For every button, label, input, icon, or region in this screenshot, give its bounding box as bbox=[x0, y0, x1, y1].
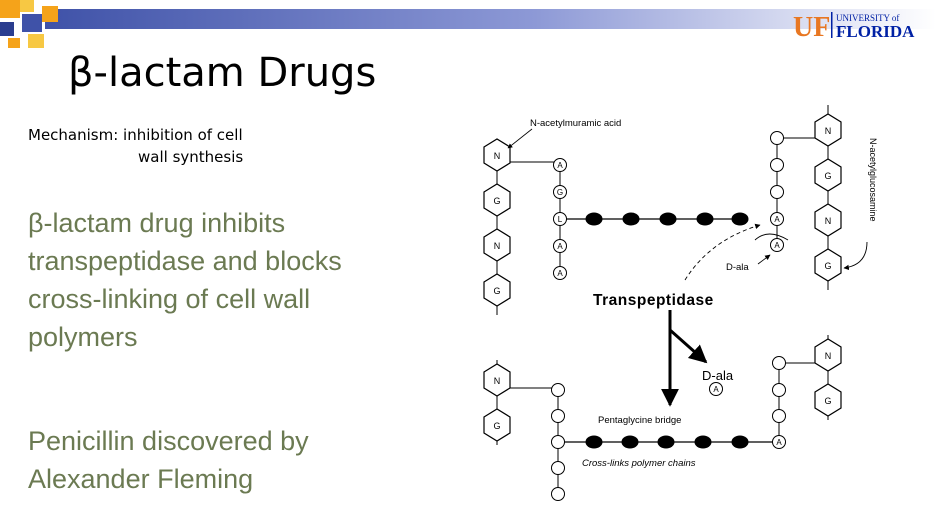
label-n-acetylglucosamine: N-acetylglucosamine bbox=[868, 138, 878, 222]
deco-square-yellow-2 bbox=[28, 34, 44, 48]
uf-logo: UF UNIVERSITY of FLORIDA bbox=[793, 12, 915, 40]
page-title: β-lactam Drugs bbox=[68, 50, 377, 96]
svg-text:G: G bbox=[493, 196, 500, 206]
hex-G-lower-right: G bbox=[814, 383, 842, 417]
logo-florida: FLORIDA bbox=[836, 22, 915, 40]
hex-G-upper-right-1: G bbox=[814, 158, 842, 192]
hex-N-lower-left: N bbox=[483, 363, 511, 397]
mechanism-text: Mechanism: inhibition of cell wall synth… bbox=[28, 124, 243, 168]
hex-G-upper-right-2: G bbox=[814, 248, 842, 282]
svg-text:A: A bbox=[557, 161, 563, 170]
logo-university-of: UNIVERSITY of bbox=[836, 13, 899, 23]
circle-A-upper-2: A bbox=[553, 239, 567, 253]
deco-square-yellow bbox=[20, 0, 34, 12]
deco-square-blue bbox=[22, 14, 42, 32]
deco-square-orange bbox=[0, 0, 20, 18]
upper-right-side-chain bbox=[770, 131, 784, 199]
point-transpeptidase: β-lactam drug inhibits transpeptidase an… bbox=[28, 208, 342, 352]
label-pentaglycine-bridge: Pentaglycine bridge bbox=[598, 415, 681, 426]
hex-N-lower-right: N bbox=[814, 338, 842, 372]
circle-L-upper: L bbox=[553, 212, 567, 226]
deco-square-orange-3 bbox=[8, 38, 20, 48]
label-dala-small: D-ala bbox=[726, 262, 749, 273]
lower-glycine-chain bbox=[585, 435, 749, 449]
svg-text:G: G bbox=[824, 396, 831, 406]
mechanism-line-2: wall synthesis bbox=[138, 148, 244, 166]
svg-text:N: N bbox=[494, 241, 501, 251]
cell-wall-diagram: N G N G N-acetylmuramic acid A G L A A bbox=[483, 105, 878, 501]
hex-N-upper-left-2: N bbox=[483, 228, 511, 262]
hex-N-upper-right-1: N bbox=[814, 113, 842, 147]
svg-text:A: A bbox=[776, 438, 782, 447]
circle-A-upper-right-1: A bbox=[770, 212, 784, 226]
circle-A-released: A bbox=[709, 382, 723, 396]
svg-text:A: A bbox=[557, 242, 563, 251]
upper-glycine-chain bbox=[585, 212, 749, 226]
header-gradient-bar bbox=[0, 0, 936, 48]
label-dala-large: D-ala bbox=[702, 368, 734, 383]
svg-text:A: A bbox=[713, 385, 719, 394]
svg-text:G: G bbox=[557, 188, 563, 197]
lower-right-side-chain bbox=[772, 356, 786, 423]
svg-text:N: N bbox=[494, 376, 501, 386]
point-penicillin: Penicillin discovered by Alexander Flemi… bbox=[28, 426, 309, 494]
svg-text:A: A bbox=[774, 215, 780, 224]
label-transpeptidase: Transpeptidase bbox=[593, 292, 714, 309]
hex-G-upper-left-2: G bbox=[483, 273, 511, 307]
svg-text:N: N bbox=[825, 216, 832, 226]
circle-A-upper-right-2: A bbox=[770, 238, 784, 252]
hex-G-upper-left-1: G bbox=[483, 183, 511, 217]
circle-A-upper-1: A bbox=[553, 158, 567, 172]
hex-N-upper-left-1: N bbox=[483, 138, 511, 172]
deco-square-darkblue bbox=[0, 22, 14, 36]
svg-text:A: A bbox=[774, 241, 780, 250]
svg-text:G: G bbox=[493, 421, 500, 431]
circle-A-upper-3: A bbox=[553, 266, 567, 280]
circle-G-upper: G bbox=[553, 185, 567, 199]
svg-text:N: N bbox=[825, 126, 832, 136]
circle-A-lower-right: A bbox=[772, 435, 786, 449]
hex-G-lower-left: G bbox=[483, 408, 511, 442]
label-n-acetylmuramic-acid: N-acetylmuramic acid bbox=[530, 118, 621, 129]
svg-text:L: L bbox=[558, 215, 563, 224]
logo-uf: UF bbox=[793, 12, 830, 40]
hex-N-upper-right-2: N bbox=[814, 203, 842, 237]
svg-text:G: G bbox=[824, 171, 831, 181]
lower-left-side-chain bbox=[551, 383, 565, 501]
mechanism-line-1: Mechanism: inhibition of cell bbox=[28, 126, 243, 144]
svg-text:G: G bbox=[493, 286, 500, 296]
svg-text:N: N bbox=[825, 351, 832, 361]
svg-text:A: A bbox=[557, 269, 563, 278]
label-cross-links: Cross-links polymer chains bbox=[582, 458, 696, 469]
svg-text:G: G bbox=[824, 261, 831, 271]
deco-square-orange-2 bbox=[42, 6, 58, 22]
svg-text:N: N bbox=[494, 151, 501, 161]
